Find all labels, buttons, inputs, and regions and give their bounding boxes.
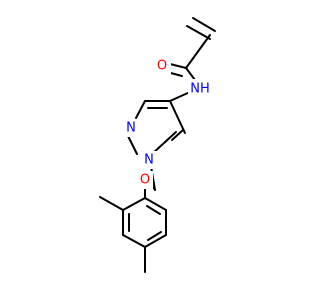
ring-c5-inner-bond	[171, 129, 184, 141]
amide-nh-label-bg	[188, 79, 214, 97]
methyl-ortho-bond	[99, 196, 124, 211]
vinyl-double-bond-b	[192, 17, 216, 32]
benzene-inner-bond-2	[147, 231, 162, 241]
ring-c3-n2-bond	[135, 100, 146, 119]
benzene-c3-c4-bond	[144, 234, 167, 248]
amide-oxygen-label: O	[157, 59, 167, 74]
pyrazole-n2-label: N	[126, 121, 136, 136]
benzene-c2-c3-bond	[122, 234, 146, 248]
vinyl-double-bond-a	[186, 25, 211, 40]
ring-n1-c5-bond	[151, 131, 177, 155]
vinyl-single-bond	[185, 34, 211, 69]
pyrazole-n2-label-bg	[123, 119, 139, 137]
pyrazole-n1-label: N	[144, 153, 154, 168]
carbonyl-double-bond-a	[169, 63, 187, 69]
molecule-structure: O NH N N O	[99, 17, 216, 273]
ether-oxygen-label: O	[140, 173, 150, 188]
nh-to-ring-bond	[169, 91, 191, 102]
benzene-inner-bond-3	[146, 205, 161, 215]
ring-c4-c5-bond	[169, 100, 186, 134]
oxygen-aryl-lower-bond	[122, 197, 146, 211]
amide-oxygen-label-bg	[155, 56, 171, 74]
pyrazole-n1-label-bg	[141, 151, 157, 169]
molecule-canvas: O NH N N O	[99, 17, 216, 273]
ring-n2-n1-bond	[127, 135, 138, 155]
amide-nh-label: NH	[190, 82, 210, 97]
ether-oxygen-label-bg	[137, 171, 153, 189]
benzene-c5-c6-bond	[144, 197, 167, 211]
